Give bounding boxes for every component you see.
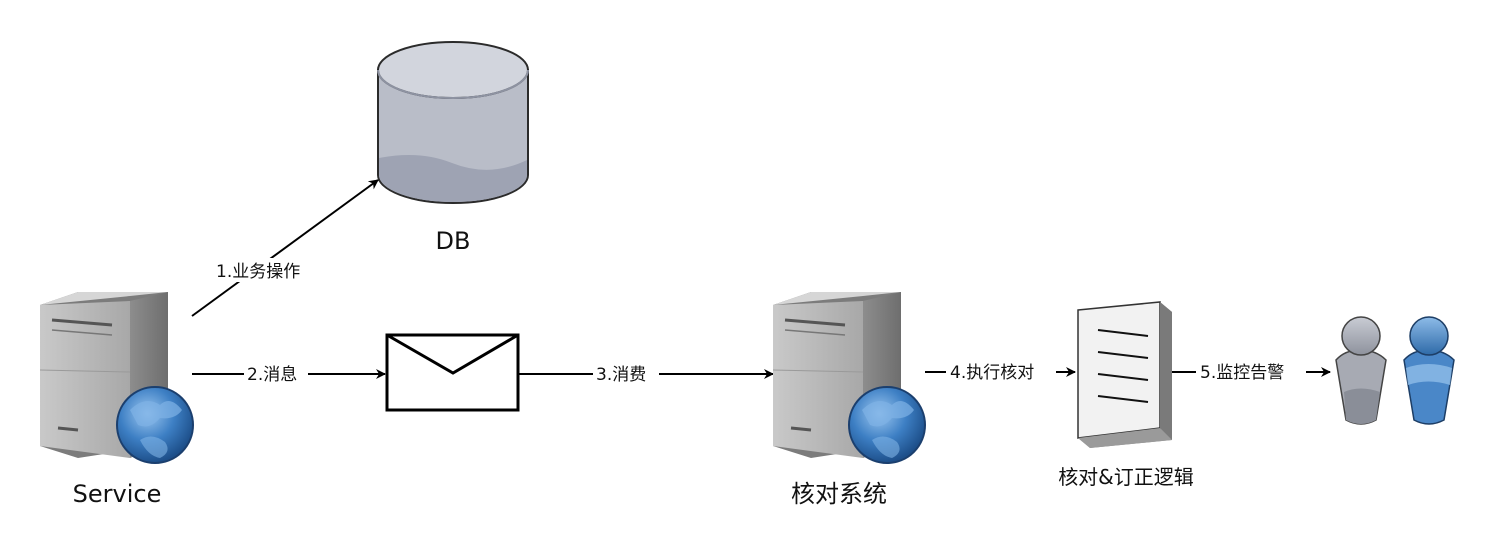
edge-label-message: 2.消息 — [247, 365, 297, 385]
db-node: DB — [377, 41, 529, 255]
db-label: DB — [436, 227, 471, 255]
edge-alert: 5.监控告警 — [1172, 360, 1331, 384]
edge-label-business-op: 1.业务操作 — [216, 262, 300, 282]
service-label: Service — [73, 480, 162, 508]
document-icon — [1077, 301, 1172, 448]
logic-doc-node: 核对&订正逻辑 — [1058, 301, 1194, 489]
edge-consume: 3.消费 — [518, 362, 774, 386]
users-icon — [1335, 316, 1455, 425]
envelope-icon — [385, 333, 520, 412]
users-node — [1335, 316, 1455, 425]
logic-doc-label: 核对&订正逻辑 — [1058, 465, 1194, 489]
service-node: Service — [39, 292, 194, 508]
message-node — [385, 333, 520, 412]
edge-label-consume: 3.消费 — [596, 365, 646, 385]
reconcile-system-node: 核对系统 — [772, 292, 926, 508]
edge-message: 2.消息 — [192, 362, 386, 386]
edge-label-alert: 5.监控告警 — [1200, 363, 1284, 383]
edge-execute-check: 4.执行核对 — [925, 360, 1076, 384]
database-icon — [377, 41, 529, 204]
globe-icon — [848, 386, 926, 464]
globe-icon — [116, 386, 194, 464]
edge-business-op: 1.业务操作 — [191, 179, 379, 317]
reconcile-system-label: 核对系统 — [791, 480, 887, 508]
edge-label-execute-check: 4.执行核对 — [950, 363, 1034, 383]
